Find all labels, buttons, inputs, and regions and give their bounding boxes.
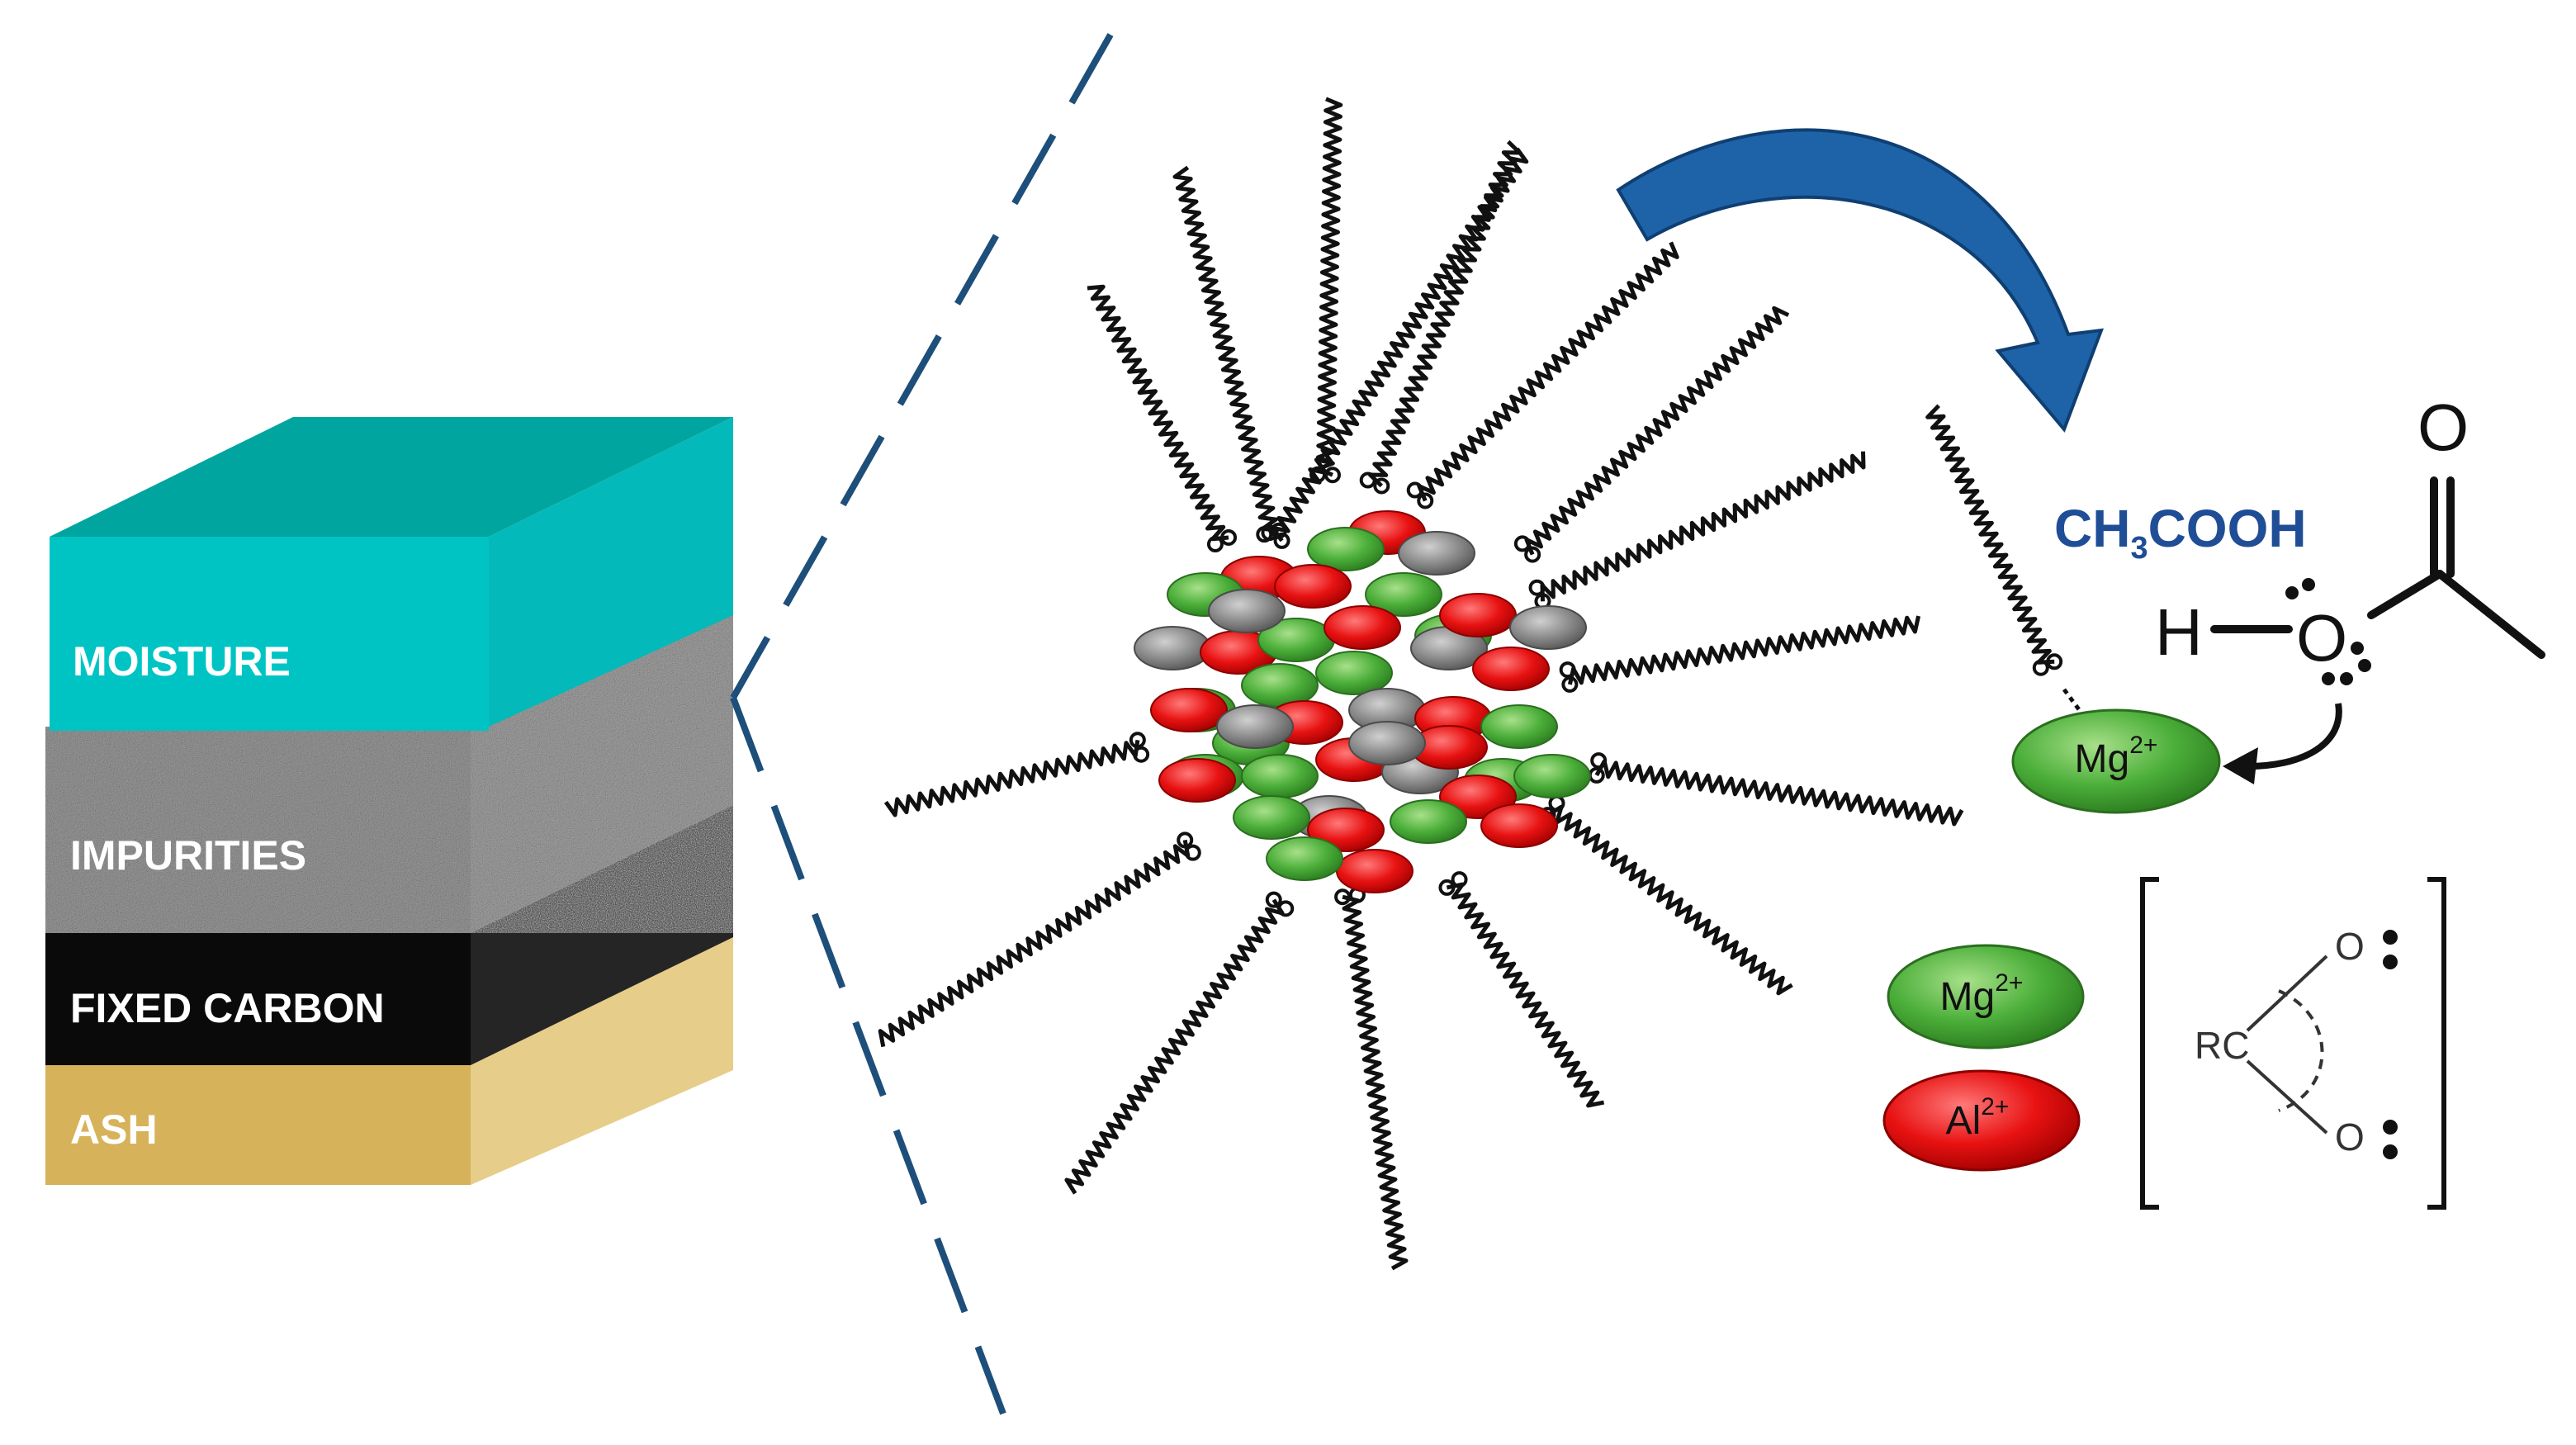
surfactant-tail-6 [1540,451,1866,602]
surfactant-head-7 [1559,661,1579,693]
surfactant-tail-0 [1087,284,1229,542]
svg-text:Al2+: Al2+ [1946,1093,2010,1143]
carboxylate-lone-pairs [2383,930,2398,1159]
carbonyl-oxygen: O [2417,391,2469,464]
nanoparticle-36 [1513,754,1591,798]
ash-layer: ASH [45,937,733,1185]
surfactant-tail-7 [1567,615,1921,685]
nanoparticle-32 [1158,758,1236,803]
donation-arrow-line [2241,703,2342,770]
nanoparticle-2 [1307,527,1385,571]
surfactant-tail-1 [1172,165,1280,533]
acetic-acid-formula: CH3COOH [2054,499,2307,566]
lone-pair-dots [2285,578,2371,685]
surfactant-tail-10 [1446,882,1605,1108]
nanoparticle-6 [1365,572,1442,617]
hydrogen-atom: H [2155,595,2203,669]
surfactant-tail-4 [1417,241,1679,502]
nanoparticle-43 [1480,803,1558,848]
nanoparticle-15 [1509,605,1587,650]
surfactant-tail-3 [1367,140,1522,488]
carboxylate-structure: RC O O [2140,877,2446,1210]
fixed-carbon-layer: FIXED CARBON [45,805,733,1065]
hydroxyl-oxygen: O [2296,601,2347,675]
surfactant-head-10 [1438,871,1468,896]
surfactant-head-15 [1261,524,1290,549]
legend-mg-ion: Mg2+ [1887,944,2085,1049]
nanoparticle-11 [1324,605,1401,650]
carboxylate-oxygen-top: O [2335,925,2365,968]
surfactant-tail-8 [1594,759,1964,827]
legend-al-ion: Al2+ [1882,1069,2081,1172]
nanoparticle-40 [1390,799,1467,844]
surfactant-tail-11 [1342,894,1409,1271]
surfactant-tail-2 [1315,97,1343,477]
reaction-arrow [1616,128,2105,433]
svg-text:Mg2+: Mg2+ [2075,732,2158,781]
nanoparticle-14 [1439,593,1517,637]
resonance-dashes [2278,989,2324,1112]
moisture-layer: MOISTURE [50,417,733,731]
nanoparticle-42 [1266,836,1343,881]
nanoparticle-39 [1233,795,1310,840]
zoom-lines [730,33,1114,1415]
zoom-line-lower [730,696,1006,1415]
surfactant-head-16 [2032,653,2063,676]
surfactant-tail-13 [878,839,1191,1048]
surfactant-tail-12 [1064,898,1285,1195]
impurities-label: IMPURITIES [70,832,306,879]
surfactant-head-5 [1513,535,1541,563]
surfactant-chains [878,97,2063,1271]
carboxylate-oxygen-bottom: O [2335,1116,2365,1158]
nanoparticle-25 [1480,704,1558,749]
left-bracket [2140,877,2159,1210]
nanoparticle-7 [1134,626,1211,670]
nanoparticle-1 [1398,531,1475,576]
nanoparticle-20 [1472,647,1550,691]
carboxylate-rc: RC [2195,1024,2249,1067]
impurities-layer: IMPURITIES [45,615,733,933]
surfactant-head-3 [1359,471,1390,495]
surfactant-tail-9 [1546,804,1793,996]
moisture-label: MOISTURE [73,638,291,685]
nanoparticle-19 [1315,651,1393,695]
zoom-line-upper [730,33,1114,699]
nanoparticle-26 [1216,704,1294,749]
surfactant-head-4 [1406,481,1434,509]
surfactant-tail-5 [1524,306,1790,556]
surfactant-tail-14 [883,739,1140,817]
ash-label: ASH [70,1106,158,1153]
surfactant-head-13 [1177,831,1201,861]
nanoparticle-17 [1150,688,1228,732]
nanoparticle-5 [1274,564,1352,609]
surfactant-tail-16 [1925,404,2055,665]
surfactant-tail-15 [1270,147,1529,542]
surfactant-head-6 [1528,579,1551,610]
donation-arrowhead-icon [2223,747,2258,784]
acetic-acid-bonds [2210,476,2545,659]
nanoparticle-33 [1241,754,1319,798]
biomass-layer-stack: ASH FIXED CARBON IMPURITIES MOISTURE [45,417,733,1185]
nanoparticle-34 [1348,721,1426,765]
fixed-carbon-label: FIXED CARBON [70,985,385,1031]
ion-legend: Mg2+ Al2+ [1882,944,2085,1172]
surfactant-head-12 [1265,891,1295,917]
surfactant-head-0 [1206,528,1238,553]
nanoparticle-41 [1336,849,1413,893]
right-bracket [2427,877,2446,1210]
svg-text:Mg2+: Mg2+ [1940,969,2024,1019]
surfactant-head-14 [1129,732,1150,763]
curved-arrow-icon [1616,128,2105,433]
nanoparticle-cluster [1134,510,1591,893]
acetic-acid-group: CH3COOH H O O Mg2+ [2011,391,2545,814]
bound-mg-ion: Mg2+ [2011,708,2221,814]
nanoparticle-10 [1208,589,1286,633]
